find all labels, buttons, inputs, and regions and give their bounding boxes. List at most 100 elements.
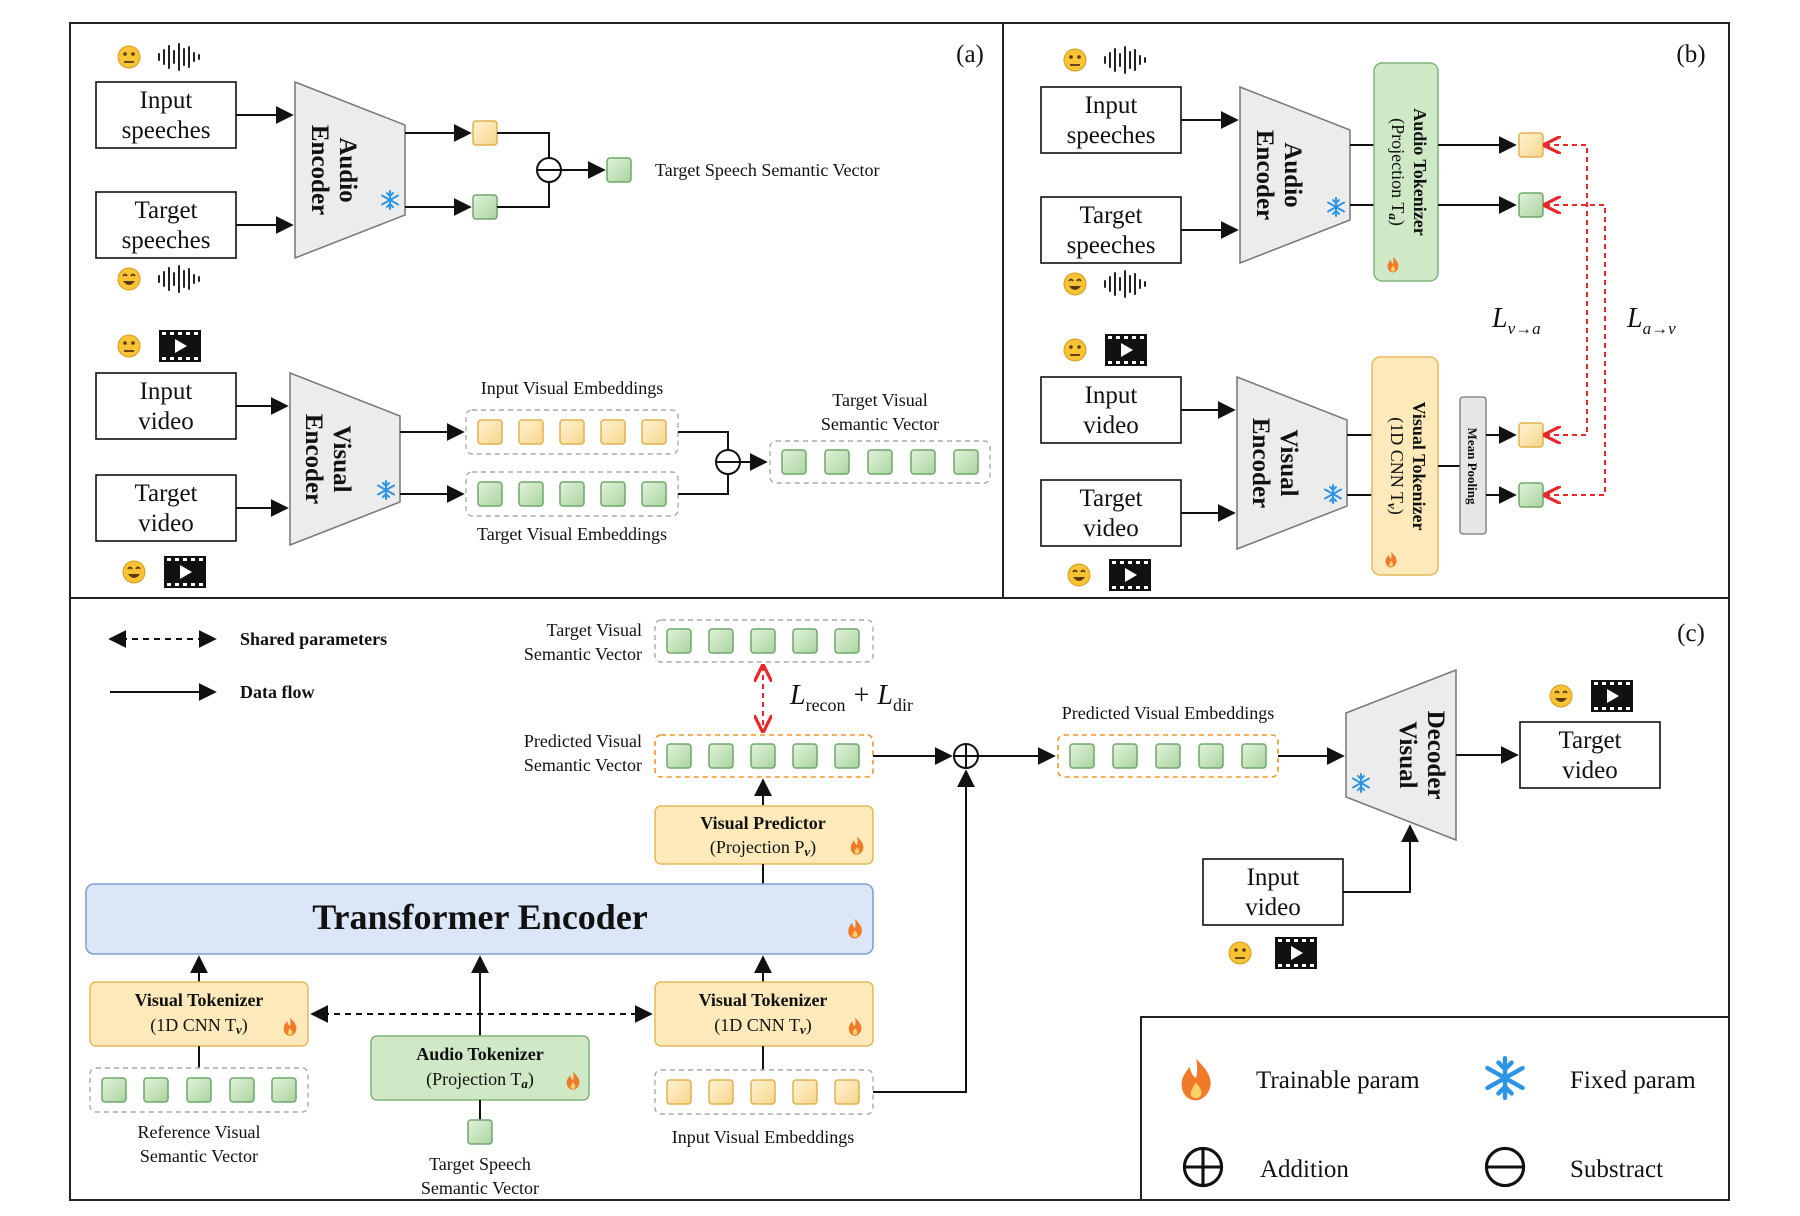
c-target-speech-semantic-vector-label: Target Speech	[429, 1154, 531, 1174]
c-input-video-box	[1202, 858, 1344, 926]
b-visual-encoder	[1236, 375, 1348, 551]
panel-c: Shared parameters Data flow Target Visua…	[85, 619, 1730, 1201]
minus-circle-icon	[715, 449, 741, 475]
visual-decoder	[1345, 668, 1457, 842]
legend-addition-label: Addition	[1260, 1156, 1349, 1183]
b-mean-pooling-label: Mean Pooling	[1465, 428, 1480, 505]
legend-trainable-label: Trainable param	[1256, 1067, 1420, 1094]
target-video-label: Target	[134, 480, 197, 507]
loss-v-a-label: Lv→a	[1491, 303, 1541, 338]
b-input-speeches-label-2: speeches	[1067, 122, 1156, 149]
panel-b: Input speeches Target speeches Audio Enc…	[1040, 46, 1676, 591]
waveform-icon	[1104, 270, 1146, 298]
smiling-face-icon	[117, 267, 141, 291]
b-audio-vector-input	[1518, 132, 1544, 158]
loss-a-v-arrow	[1545, 205, 1606, 495]
smiling-face-icon	[1067, 563, 1091, 587]
legend-fixed-label: Fixed param	[1570, 1067, 1696, 1094]
smiling-face-icon	[1549, 684, 1573, 708]
c-input-video-label-2: video	[1245, 894, 1301, 921]
c-target-speech-semantic-vector-label-2: Semantic Vector	[421, 1178, 539, 1198]
video-clip-icon	[164, 556, 206, 588]
b-input-video-label-2: video	[1083, 412, 1139, 439]
b-visual-vector-target	[1518, 482, 1544, 508]
b-visual-tokenizer-label: Visual Tokenizer	[1409, 402, 1429, 531]
visual-decoder-label-2: Decoder	[1422, 711, 1449, 800]
target-speech-vector	[472, 194, 498, 220]
right-visual-tokenizer-label: Visual Tokenizer	[699, 990, 828, 1010]
left-visual-tokenizer-cnn: (1D CNN Tv)	[150, 1015, 247, 1037]
reference-visual-semantic-vector-label: Reference Visual	[137, 1122, 260, 1142]
target-visual-semantic-vector-label-2: Semantic Vector	[821, 414, 939, 434]
target-video-box	[95, 474, 237, 542]
b-target-speeches-box	[1040, 196, 1182, 264]
target-speeches-label: Target	[134, 197, 197, 224]
video-clip-icon	[1591, 680, 1633, 712]
transformer-encoder-label: Transformer Encoder	[312, 897, 648, 937]
input-visual-embeddings-label: Input Visual Embeddings	[481, 378, 664, 398]
waveform-icon	[158, 265, 200, 293]
b-audio-tokenizer-projection: (Projection Ta)	[1386, 118, 1408, 226]
minus-circle-icon	[1484, 1146, 1526, 1188]
video-clip-icon	[1109, 559, 1151, 591]
input-video-label: Input	[140, 378, 193, 405]
input-speeches-label-2: speeches	[122, 117, 211, 144]
b-audio-tokenizer	[1373, 62, 1439, 282]
b-target-video-label: Target	[1079, 485, 1142, 512]
panel-a: Input speeches Target speeches Audio Enc…	[95, 43, 991, 588]
data-flow-label: Data flow	[240, 682, 315, 702]
shared-parameters-label: Shared parameters	[240, 629, 387, 649]
b-target-video-label-2: video	[1083, 515, 1139, 542]
predicted-visual-semantic-vector-label-2: Semantic Vector	[524, 755, 642, 775]
target-visual-semantic-vector-label: Target Visual	[832, 390, 927, 410]
c-target-video-box	[1519, 721, 1661, 789]
waveform-icon	[158, 43, 200, 71]
b-audio-encoder-label-2: Encoder	[1251, 130, 1278, 220]
neutral-face-icon	[1063, 338, 1087, 362]
left-visual-tokenizer-label: Visual Tokenizer	[135, 990, 264, 1010]
predicted-visual-embeddings-label: Predicted Visual Embeddings	[1062, 703, 1275, 723]
neutral-face-icon	[117, 45, 141, 69]
input-speeches-box	[95, 81, 237, 149]
panel-label-c: (c)	[1677, 620, 1705, 647]
visual-encoder	[289, 371, 401, 547]
panel-label-a: (a)	[956, 41, 984, 68]
visual-predictor-label: Visual Predictor	[700, 813, 825, 833]
input-speeches-label: Input	[140, 87, 193, 114]
c-target-visual-semantic-vector-label: Target Visual	[547, 620, 642, 640]
b-input-speeches-label: Input	[1085, 92, 1138, 119]
smiling-face-icon	[122, 560, 146, 584]
video-clip-icon	[1105, 334, 1147, 366]
b-visual-encoder-label-2: Encoder	[1247, 418, 1274, 508]
right-visual-tokenizer-cnn: (1D CNN Tv)	[714, 1015, 811, 1037]
panel-label-b: (b)	[1676, 41, 1705, 68]
b-audio-tokenizer-label: Audio Tokenizer	[1410, 108, 1430, 236]
loss-a-v-label: La→v	[1626, 303, 1676, 338]
target-speech-semantic-vector	[606, 157, 632, 183]
predicted-visual-semantic-vector-label: Predicted Visual	[524, 731, 642, 751]
visual-decoder-label: Visual	[1394, 721, 1421, 788]
neutral-face-icon	[1063, 48, 1087, 72]
neutral-face-icon	[117, 334, 141, 358]
target-speech-semantic-vector-label: Target Speech Semantic Vector	[655, 160, 880, 180]
input-speech-vector	[472, 120, 498, 146]
c-target-video-label-2: video	[1562, 757, 1618, 784]
c-audio-tokenizer-projection: (Projection Ta)	[426, 1069, 534, 1091]
audio-encoder-label: Audio	[334, 137, 361, 202]
b-target-speeches-label-2: speeches	[1067, 232, 1156, 259]
video-clip-icon	[1275, 937, 1317, 969]
target-video-label-2: video	[138, 510, 194, 537]
outer-frame	[69, 22, 1730, 1201]
b-input-video-label: Input	[1085, 382, 1138, 409]
b-visual-tokenizer-cnn: (1D CNN Tv)	[1385, 417, 1407, 514]
target-speeches-label-2: speeches	[122, 227, 211, 254]
c-target-visual-semantic-vector-label-2: Semantic Vector	[524, 644, 642, 664]
video-clip-icon	[159, 330, 201, 362]
b-target-speeches-label: Target	[1079, 202, 1142, 229]
minus-circle-icon	[536, 157, 562, 183]
neutral-face-icon	[1228, 941, 1252, 965]
loss-v-a-arrow	[1545, 145, 1588, 435]
plus-circle-icon	[953, 743, 979, 769]
c-input-video-label: Input	[1247, 864, 1300, 891]
